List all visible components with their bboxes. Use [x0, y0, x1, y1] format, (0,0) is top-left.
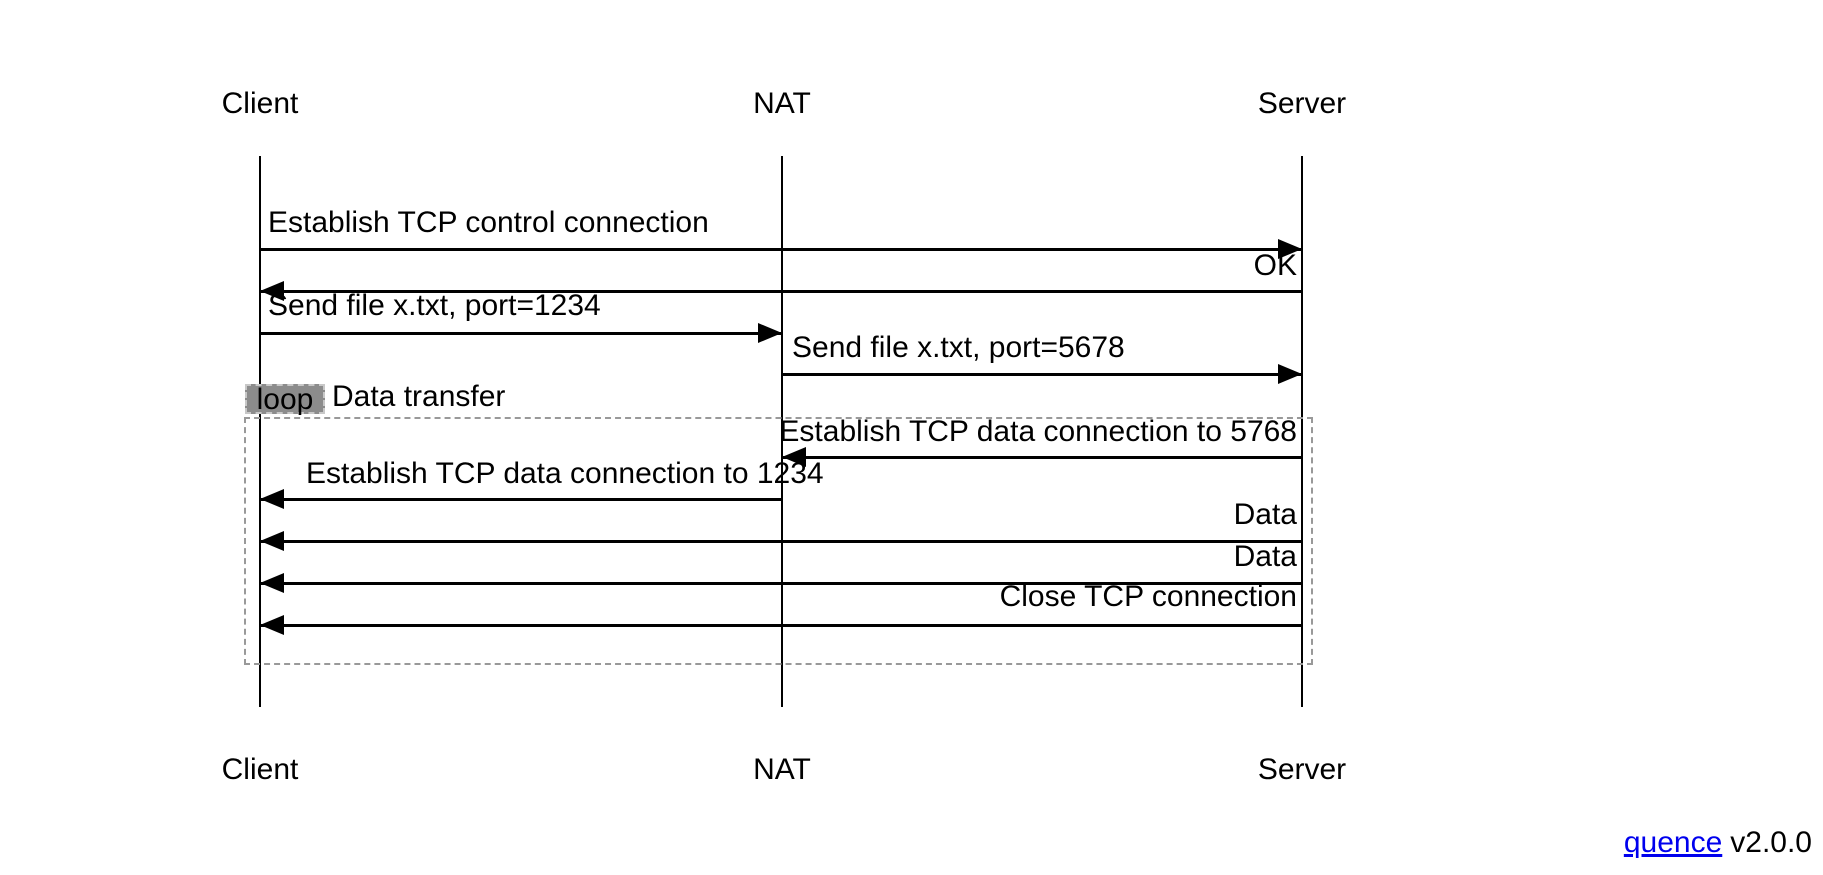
message-label: Close TCP connection	[999, 580, 1297, 613]
actor-label-top-server: Server	[1257, 87, 1347, 120]
loop-operator-badge: loop	[245, 384, 325, 415]
arrowhead-left-icon	[260, 573, 284, 593]
message-label: Establish TCP control connection	[268, 206, 709, 239]
loop-fragment-title: Data transfer	[332, 380, 506, 413]
arrowhead-left-icon	[260, 281, 284, 301]
actor-label-top-client: Client	[221, 87, 299, 120]
message-label: Send file x.txt, port=1234	[268, 289, 601, 322]
arrowhead-left-icon	[260, 615, 284, 635]
message-label: OK	[1253, 249, 1297, 282]
message-line	[782, 373, 1302, 376]
lifeline-server	[1301, 156, 1303, 707]
message-line	[260, 332, 782, 335]
lifeline-nat	[781, 156, 783, 707]
version-text: v2.0.0	[1730, 826, 1812, 859]
actor-label-top-nat: NAT	[753, 87, 811, 120]
lifeline-client	[259, 156, 261, 707]
message-line	[782, 456, 1302, 459]
arrowhead-right-icon	[1278, 239, 1302, 259]
arrowhead-left-icon	[782, 447, 806, 467]
message-label: Establish TCP data connection to 5768	[779, 415, 1297, 448]
arrowhead-left-icon	[260, 489, 284, 509]
message-label: Data	[1233, 498, 1297, 531]
quence-link[interactable]: quence	[1623, 826, 1723, 859]
message-line	[260, 290, 1302, 293]
message-label: Establish TCP data connection to 1234	[306, 457, 824, 490]
message-line	[260, 498, 782, 501]
message-label: Data	[1233, 540, 1297, 573]
actor-label-bottom-server: Server	[1257, 753, 1347, 786]
loop-fragment	[244, 417, 1313, 665]
message-line	[260, 624, 1302, 627]
message-label: Send file x.txt, port=5678	[792, 331, 1125, 364]
message-line	[260, 248, 1302, 251]
actor-label-bottom-nat: NAT	[753, 753, 811, 786]
message-line	[260, 582, 1302, 585]
message-line	[260, 540, 1302, 543]
actor-label-bottom-client: Client	[221, 753, 299, 786]
arrowhead-right-icon	[758, 323, 782, 343]
arrowhead-right-icon	[1278, 364, 1302, 384]
arrowhead-left-icon	[260, 531, 284, 551]
